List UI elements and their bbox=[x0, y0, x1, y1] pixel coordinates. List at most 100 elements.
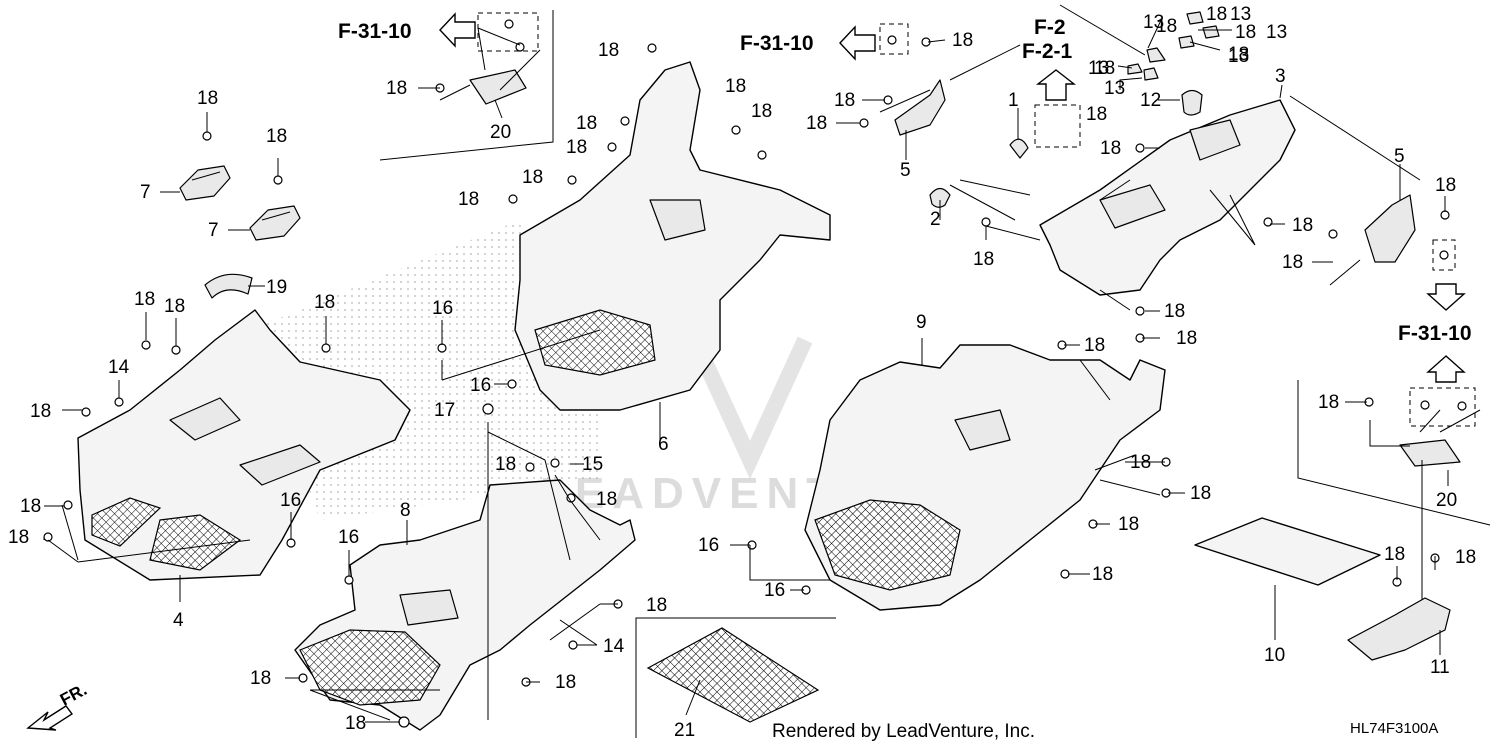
callout: 16 bbox=[470, 375, 491, 396]
part-7-lower bbox=[249, 205, 301, 241]
callout: 16 bbox=[764, 580, 785, 601]
callout: 18 bbox=[164, 296, 185, 317]
reference-arrow-top-middle: F-31-10 bbox=[740, 25, 876, 61]
callout: 12 bbox=[1140, 90, 1161, 111]
callout: 5 bbox=[900, 160, 911, 181]
callout: 18 bbox=[952, 30, 973, 51]
part-10 bbox=[1194, 517, 1381, 586]
callout: 18 bbox=[8, 527, 29, 548]
callout: 21 bbox=[674, 720, 695, 741]
fastener-box-part-5 bbox=[879, 23, 909, 55]
callout: 18 bbox=[1094, 58, 1115, 79]
callout: 13 bbox=[1228, 46, 1249, 67]
callout: 18 bbox=[1100, 138, 1121, 159]
part-8 bbox=[294, 479, 636, 731]
front-label: FR. bbox=[57, 680, 90, 710]
callout-labels: 18 18 18 18 18 18 18 18 18 18 18 18 18 1… bbox=[8, 4, 1476, 741]
callout: 18 bbox=[522, 167, 543, 188]
callout: 18 bbox=[1282, 252, 1303, 273]
callout: 18 bbox=[566, 137, 587, 158]
callout: 16 bbox=[338, 527, 359, 548]
ref-top-left: F-31-10 bbox=[338, 20, 412, 43]
ref-f2: F-2 bbox=[1034, 16, 1066, 39]
callout: 18 bbox=[1084, 335, 1105, 356]
callout: 18 bbox=[386, 78, 407, 99]
callout: 18 bbox=[1228, 44, 1249, 65]
callout: 18 bbox=[197, 88, 218, 109]
callout: 18 bbox=[1130, 452, 1151, 473]
callout: 18 bbox=[1318, 392, 1339, 413]
part-5-right bbox=[1364, 194, 1416, 263]
callout: 7 bbox=[140, 182, 151, 203]
callout: 18 bbox=[1118, 514, 1139, 535]
callout: 3 bbox=[1275, 66, 1286, 87]
front-direction-indicator: FR. bbox=[26, 680, 90, 731]
callout: 18 bbox=[834, 90, 855, 111]
callout: 15 bbox=[582, 454, 603, 475]
reference-arrow-top-left: F-31-10 bbox=[338, 12, 476, 48]
part-13-group bbox=[1127, 11, 1220, 81]
part-19 bbox=[204, 273, 253, 299]
part-1 bbox=[1009, 138, 1029, 159]
callout: 13 bbox=[1143, 12, 1164, 33]
callout: 18 bbox=[30, 401, 51, 422]
callout: 20 bbox=[1436, 490, 1457, 511]
callout: 14 bbox=[603, 636, 625, 657]
callout: 18 bbox=[596, 489, 617, 510]
callout: 18 bbox=[555, 672, 576, 693]
part-4 bbox=[77, 309, 411, 581]
callout: 19 bbox=[266, 277, 287, 298]
callout: 18 bbox=[806, 113, 827, 134]
callout: 2 bbox=[930, 209, 941, 230]
callout: 18 bbox=[1190, 483, 1211, 504]
callout: 18 bbox=[1384, 544, 1405, 565]
callout: 18 bbox=[1086, 104, 1107, 125]
part-20-right bbox=[1399, 439, 1461, 467]
callout: 18 bbox=[266, 126, 287, 147]
callout: 18 bbox=[576, 113, 597, 134]
callout: 18 bbox=[495, 454, 516, 475]
callout: 16 bbox=[280, 490, 301, 511]
diagram-code: HL74F3100A bbox=[1350, 720, 1438, 737]
callout: 18 bbox=[20, 496, 41, 517]
callout: 18 bbox=[1176, 328, 1197, 349]
callout: 18 bbox=[1292, 215, 1313, 236]
callout: 13 bbox=[1088, 58, 1109, 79]
callout: 18 bbox=[1435, 175, 1456, 196]
callout: 14 bbox=[108, 357, 130, 378]
part-20-top bbox=[469, 69, 527, 105]
part-21 bbox=[646, 627, 820, 723]
ref-top-middle: F-31-10 bbox=[740, 32, 814, 55]
fastener-box-part-5-right bbox=[1432, 239, 1456, 271]
callout: 18 bbox=[250, 668, 271, 689]
part-12 bbox=[1181, 89, 1203, 116]
callout: 18 bbox=[1455, 547, 1476, 568]
callout: 13 bbox=[1104, 78, 1125, 99]
callout: 8 bbox=[400, 500, 411, 521]
callout: 18 bbox=[1092, 564, 1113, 585]
callout: 18 bbox=[345, 713, 366, 734]
fastener-box-right bbox=[1409, 387, 1476, 427]
callout: 7 bbox=[208, 220, 219, 241]
inset-frame-right bbox=[1297, 380, 1491, 526]
callout: 18 bbox=[134, 289, 155, 310]
fastener-box-top-left bbox=[477, 12, 539, 52]
bolt-group bbox=[43, 19, 1467, 728]
callout: 13 bbox=[1266, 22, 1287, 43]
callout: 18 bbox=[1206, 4, 1227, 25]
callout: 9 bbox=[916, 312, 927, 333]
part-6 bbox=[514, 61, 831, 411]
inset-frame-top-left bbox=[379, 10, 554, 161]
callout: 18 bbox=[973, 249, 994, 270]
leader-lines bbox=[43, 4, 1481, 723]
callout: 11 bbox=[1430, 657, 1450, 678]
inset-frame-bottom bbox=[635, 617, 836, 738]
callout: 4 bbox=[173, 610, 184, 631]
callout: 18 bbox=[1164, 301, 1185, 322]
callout: 17 bbox=[434, 400, 455, 421]
ref-f2-1: F-2-1 bbox=[1022, 40, 1072, 63]
callout: 18 bbox=[646, 595, 667, 616]
part-11 bbox=[1347, 597, 1451, 661]
reference-arrow-f2: F-2 F-2-1 bbox=[1022, 16, 1077, 101]
